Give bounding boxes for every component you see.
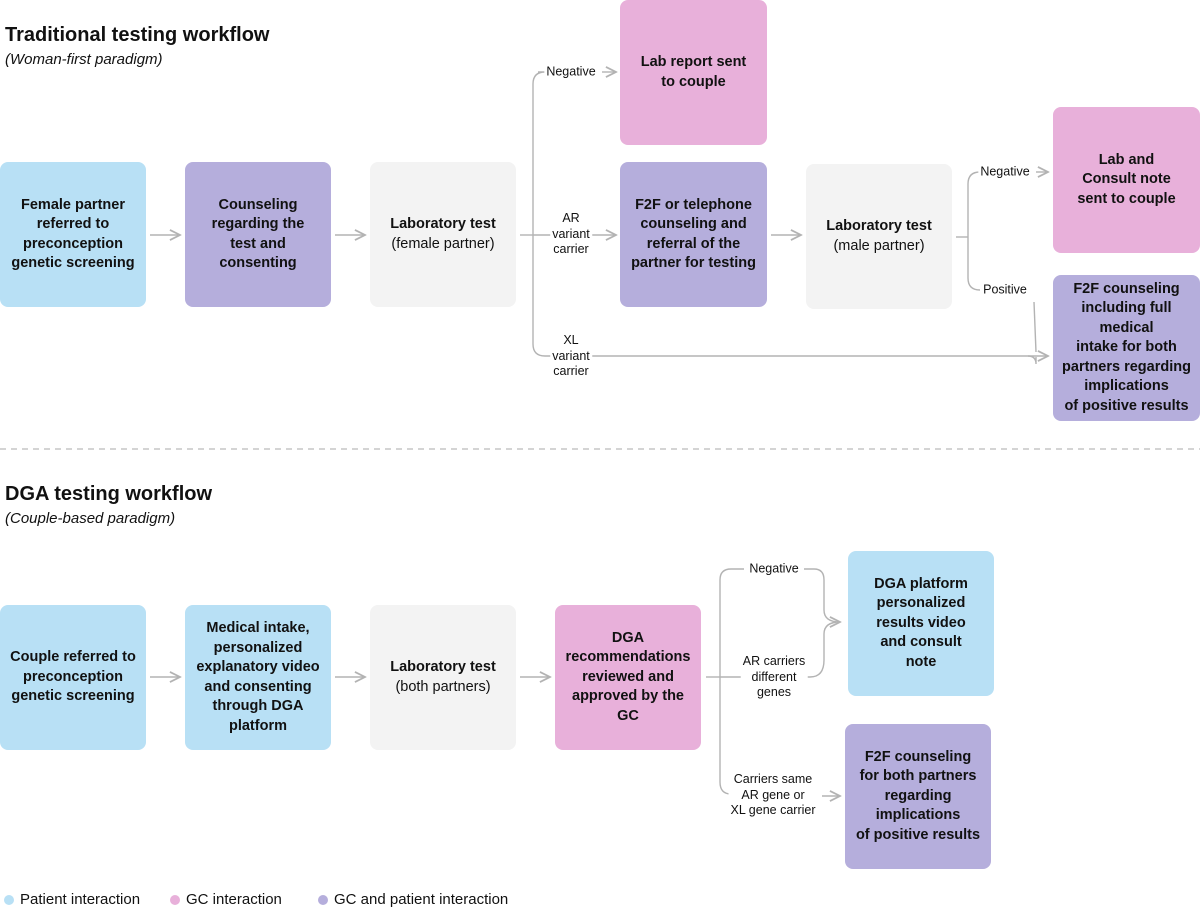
branch-positive (967, 237, 981, 291)
branch-dga-negative-curve (804, 568, 841, 623)
dga-title: DGA testing workflow (5, 483, 213, 505)
legend-dot-patient (4, 894, 14, 905)
box-f2f-referral: F2F or telephone counseling and referral… (620, 162, 767, 307)
box-dga-recs: DGA recommendations reviewed and approve… (555, 605, 701, 750)
branch-dga-negative (719, 568, 744, 677)
box-platform-video: DGA platform personalized results video … (848, 551, 994, 696)
box-f2f-both: F2F counseling for both partners regardi… (845, 724, 991, 869)
box-f2f-full-intake: F2F counseling including full medical in… (1053, 275, 1200, 421)
edge-label-dga-negative: Negative (747, 561, 801, 577)
branch-negative-1 (532, 71, 546, 235)
edge-label-negative-1: Negative (544, 64, 598, 80)
legend-dot-both (318, 894, 328, 905)
dga-subtitle: (Couple-based paradigm) (5, 510, 176, 527)
branch-positive-down (1033, 301, 1037, 353)
branch-dga-ar-diff (720, 622, 840, 678)
edge-label-negative-2: Negative (978, 164, 1032, 180)
legend-item-both: GC and patient interaction (318, 891, 508, 908)
box-couple-referred: Couple referred to preconception genetic… (0, 605, 146, 750)
legend-item-patient: Patient interaction (4, 891, 140, 908)
edge-label-ar-different: AR carriers different genes (740, 653, 808, 701)
box-intake-video: Medical intake, personalized explanatory… (185, 605, 331, 750)
branch-negative-2 (967, 171, 981, 237)
box-counseling-consent: Counseling regarding the test and consen… (185, 162, 331, 307)
traditional-subtitle: (Woman-first paradigm) (5, 51, 163, 68)
branch-xl (532, 235, 1037, 365)
box-lab-both: Laboratory test (both partners) (370, 605, 516, 750)
box-lab-consult-note: Lab and Consult note sent to couple (1053, 107, 1200, 253)
box-lab-male: Laboratory test (male partner) (806, 164, 952, 309)
legend-dot-gc (170, 894, 180, 905)
legend-item-gc: GC interaction (170, 891, 282, 908)
box-lab-report: Lab report sent to couple (620, 0, 767, 145)
edge-label-same-gene: Carriers same AR gene or XL gene carrier (728, 771, 818, 819)
box-female-referred: Female partner referred to preconception… (0, 162, 146, 307)
traditional-title: Traditional testing workflow (5, 24, 270, 46)
edge-label-ar-carrier: AR variant carrier (550, 210, 592, 258)
edge-label-positive: Positive (981, 282, 1029, 298)
box-lab-female: Laboratory test (female partner) (370, 162, 516, 307)
edge-label-xl-carrier: XL variant carrier (550, 332, 592, 380)
